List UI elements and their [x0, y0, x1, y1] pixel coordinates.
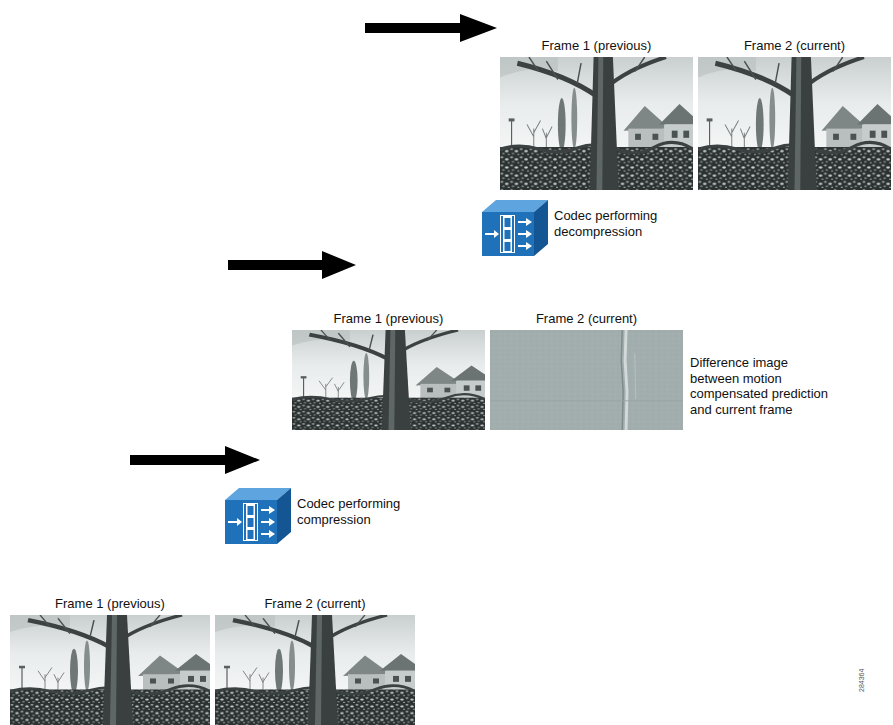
video-frame	[698, 57, 891, 190]
difference-image	[490, 330, 683, 430]
frame-panel: Frame 2 (current)	[698, 38, 891, 190]
caption-note: Difference image between motion compensa…	[690, 355, 835, 417]
frame-label: Frame 1 (previous)	[10, 596, 210, 612]
frame-label: Frame 1 (previous)	[292, 311, 485, 327]
frame-panel: Frame 1 (previous)	[500, 38, 693, 190]
frame-panel: Frame 2 (current)	[490, 311, 683, 430]
flow-arrow	[228, 251, 356, 279]
codec-unit: Codec performing decompression	[482, 200, 682, 256]
codec-label: Codec performing decompression	[554, 200, 669, 240]
flow-arrow	[130, 446, 260, 474]
frame-label: Frame 2 (current)	[215, 596, 415, 612]
flow-arrow	[365, 14, 497, 42]
frame-panel: Frame 1 (previous)	[292, 311, 485, 430]
codec-unit: Codec performing compression	[225, 488, 425, 544]
frame-panel: Frame 1 (previous)	[10, 596, 210, 725]
video-frame	[500, 57, 693, 190]
codec-icon	[225, 488, 291, 544]
codec-icon	[482, 200, 548, 256]
video-frame	[215, 615, 415, 725]
frame-label: Frame 1 (previous)	[500, 38, 693, 54]
frame-label: Frame 2 (current)	[698, 38, 891, 54]
video-frame	[10, 615, 210, 725]
frame-panel: Frame 2 (current)	[215, 596, 415, 725]
frame-label: Frame 2 (current)	[490, 311, 683, 327]
video-frame	[292, 330, 485, 430]
watermark: 284364	[858, 669, 866, 692]
codec-label: Codec performing compression	[297, 488, 412, 528]
